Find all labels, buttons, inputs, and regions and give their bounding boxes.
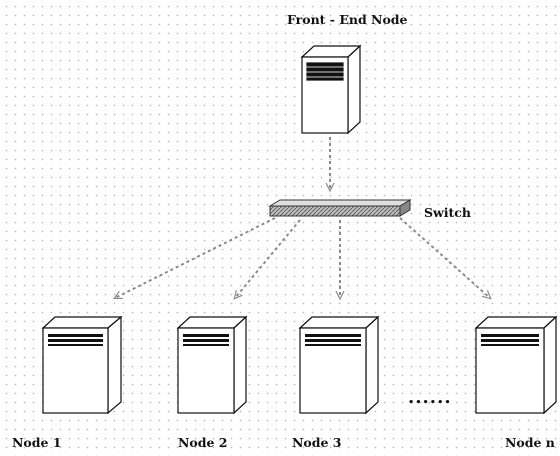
switch-label: Switch [424,205,472,220]
switch-to-node-n-arrow [399,217,490,298]
node-3-server-icon [298,315,380,415]
node-3-label: Node 3 [292,435,342,450]
front-end-server-icon [300,44,362,135]
node-1-server-icon [41,315,123,415]
node-1-label: Node 1 [12,435,62,450]
switch-icon [268,199,412,217]
node-n-server-icon [474,315,558,415]
switch-to-node-1-arrow [115,217,276,298]
node-n-label: Node n [505,435,555,450]
switch-to-node-2-arrow [235,219,301,298]
front-end-node-label: Front - End Node [287,12,408,27]
node-2-server-icon [176,315,248,415]
node-2-label: Node 2 [178,435,228,450]
ellipsis-more-nodes: ...... [408,387,452,408]
